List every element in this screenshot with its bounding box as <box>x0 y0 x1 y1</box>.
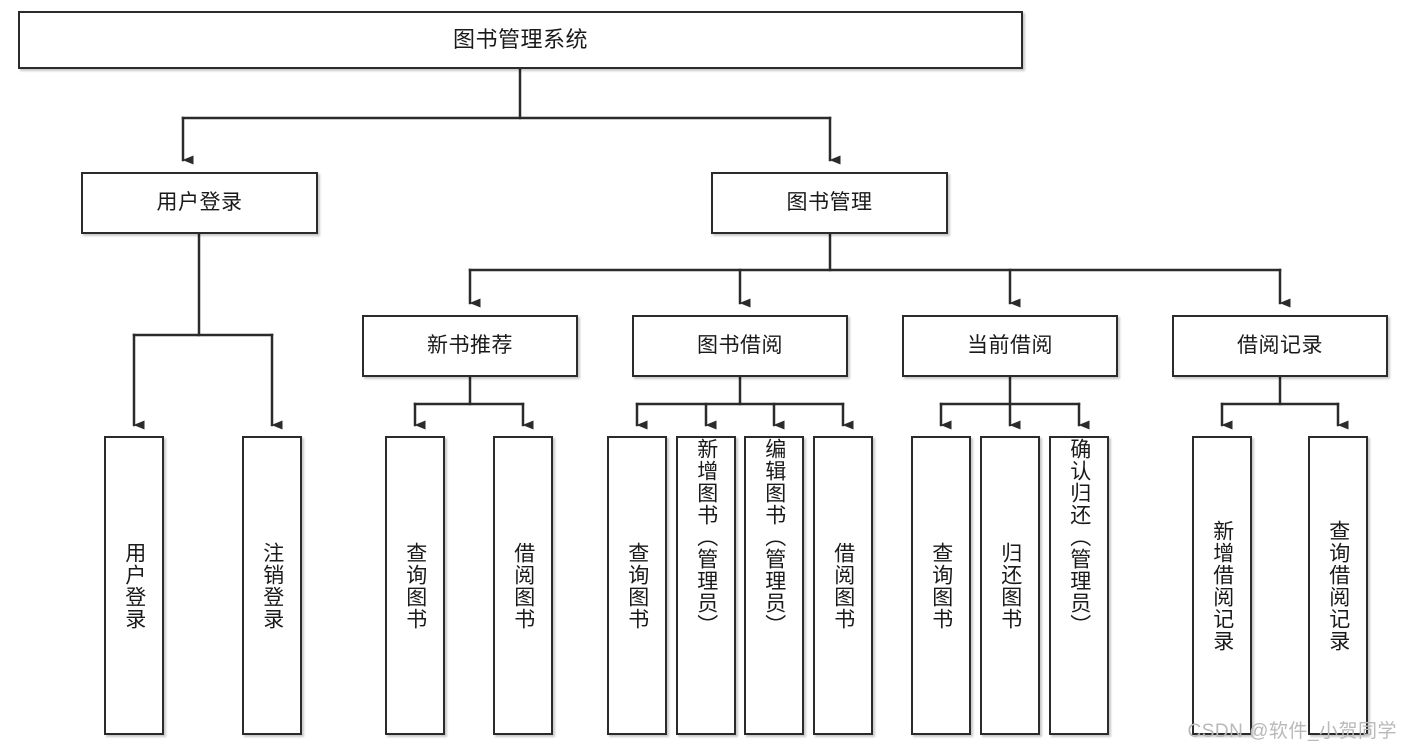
node-label: 新增借阅记录 <box>1210 519 1234 652</box>
node-label: 借阅图书 <box>511 541 535 630</box>
node-label: 新增图书（管理员） <box>694 438 718 636</box>
node-borrow-record[interactable]: 借阅记录 <box>1172 315 1388 377</box>
node-label: 查询借阅记录 <box>1326 519 1350 652</box>
node-label: 借阅记录 <box>1237 333 1323 357</box>
leaf-borrow-record-add-record[interactable]: 新增借阅记录 <box>1192 436 1252 735</box>
node-label: 借阅图书 <box>831 541 855 630</box>
node-label: 用户登录 <box>122 541 146 630</box>
node-label: 新书推荐 <box>427 333 513 357</box>
node-label: 当前借阅 <box>967 333 1053 357</box>
node-label: 确认归还（管理员） <box>1067 438 1091 636</box>
leaf-new-book-borrow-book[interactable]: 借阅图书 <box>493 436 553 735</box>
leaf-current-borrow-query-book[interactable]: 查询图书 <box>911 436 971 735</box>
node-label: 归还图书 <box>998 541 1022 630</box>
node-label: 查询图书 <box>625 541 649 630</box>
node-book-management[interactable]: 图书管理 <box>711 172 948 234</box>
node-label: 编辑图书（管理员） <box>762 438 786 636</box>
node-book-borrow[interactable]: 图书借阅 <box>632 315 848 377</box>
node-new-book-recommend[interactable]: 新书推荐 <box>362 315 578 377</box>
node-label: 图书管理 <box>786 190 873 214</box>
leaf-book-borrow-query-book[interactable]: 查询图书 <box>607 436 667 735</box>
leaf-borrow-record-query-record[interactable]: 查询借阅记录 <box>1308 436 1368 735</box>
leaf-new-book-query-book[interactable]: 查询图书 <box>385 436 445 735</box>
node-label: 查询图书 <box>929 541 953 630</box>
node-label: 图书管理系统 <box>452 27 588 53</box>
leaf-current-borrow-return-book[interactable]: 归还图书 <box>980 436 1040 735</box>
leaf-book-borrow-borrow-book[interactable]: 借阅图书 <box>813 436 873 735</box>
node-current-borrow[interactable]: 当前借阅 <box>902 315 1118 377</box>
node-label: 用户登录 <box>156 190 243 214</box>
node-label: 查询图书 <box>403 541 427 630</box>
leaf-current-borrow-confirm-return-admin[interactable]: 确认归还（管理员） <box>1049 436 1109 735</box>
leaf-book-borrow-add-book-admin[interactable]: 新增图书（管理员） <box>676 436 736 735</box>
node-root-book-management-system[interactable]: 图书管理系统 <box>18 11 1023 69</box>
leaf-book-borrow-edit-book-admin[interactable]: 编辑图书（管理员） <box>744 436 804 735</box>
watermark: CSDN @软件_小贺同学 <box>1187 721 1397 742</box>
leaf-user-login-login[interactable]: 用户登录 <box>104 436 164 735</box>
node-label: 图书借阅 <box>697 333 783 357</box>
node-label: 注销登录 <box>260 541 284 630</box>
leaf-user-login-logout[interactable]: 注销登录 <box>242 436 302 735</box>
node-user-login[interactable]: 用户登录 <box>81 172 318 234</box>
